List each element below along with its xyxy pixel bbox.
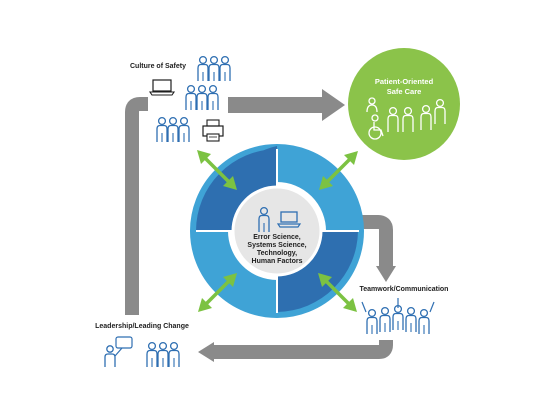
leadership-node: Leadership/Leading Change bbox=[95, 323, 189, 367]
people-group-icon bbox=[157, 118, 189, 142]
center-label-line4: Human Factors bbox=[252, 258, 303, 265]
presenter-icon bbox=[104, 336, 133, 367]
ring-segment-nw bbox=[196, 149, 277, 231]
teamwork-communication-node: Teamwork/Communication bbox=[360, 286, 449, 335]
laptop-icon bbox=[148, 79, 176, 96]
person-icon bbox=[366, 97, 378, 113]
people-group-icon bbox=[186, 86, 218, 110]
flow-arrow-bottom bbox=[198, 340, 393, 362]
flow-arrow-right bbox=[357, 215, 396, 282]
flow-arrow-top bbox=[228, 89, 345, 121]
leadership-label: Leadership/Leading Change bbox=[95, 323, 189, 330]
center-label-line2: Systems Science, bbox=[247, 242, 306, 249]
patient-label-line2: Safe Care bbox=[387, 87, 422, 96]
ring-segment-se bbox=[277, 231, 358, 312]
teamwork-label: Teamwork/Communication bbox=[360, 286, 449, 293]
culture-of-safety-node: Culture of Safety bbox=[130, 57, 230, 142]
link-arrow-sw bbox=[198, 273, 237, 312]
patient-label-line1: Patient-Oriented bbox=[375, 77, 434, 86]
center-label-line1: Error Science, bbox=[253, 234, 301, 241]
center-laptop-icon bbox=[276, 211, 302, 228]
culture-of-safety-label: Culture of Safety bbox=[130, 63, 186, 70]
wheelchair-icon bbox=[368, 114, 384, 140]
central-ring: Error Science, Systems Science, Technolo… bbox=[190, 144, 364, 318]
patient-circle bbox=[348, 48, 460, 160]
link-arrow-nw bbox=[197, 150, 237, 190]
flow-arrow-left bbox=[125, 97, 148, 315]
people-group-icon bbox=[361, 298, 435, 335]
center-label-line3: Technology, bbox=[257, 250, 297, 257]
center-hub bbox=[231, 185, 323, 277]
link-arrow-ne bbox=[319, 151, 358, 190]
printer-icon bbox=[202, 119, 224, 142]
people-group-icon bbox=[147, 343, 179, 367]
people-group-icon bbox=[198, 57, 230, 81]
link-arrows bbox=[197, 150, 358, 312]
patient-oriented-safe-care-node: Patient-Oriented Safe Care bbox=[348, 48, 460, 160]
link-arrow-se bbox=[318, 273, 357, 312]
